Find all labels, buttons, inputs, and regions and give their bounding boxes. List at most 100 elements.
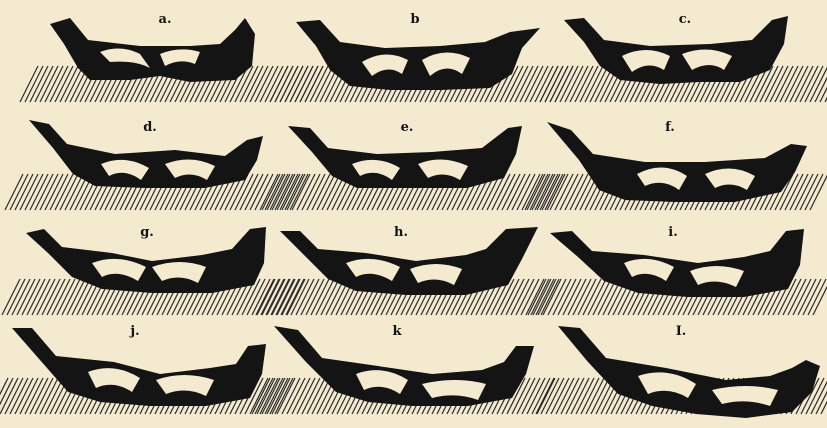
hatch-line xyxy=(800,66,818,102)
hatch-line xyxy=(57,279,75,315)
hatch-line xyxy=(545,66,563,102)
hatch-line xyxy=(307,174,325,210)
hatch-line xyxy=(40,378,58,414)
hatch-line xyxy=(245,174,263,210)
hatch-line xyxy=(306,279,324,315)
hatch-line xyxy=(497,174,515,210)
hatch-line xyxy=(27,279,45,315)
hatch-line xyxy=(40,66,58,102)
hatch-line xyxy=(312,174,330,210)
hatch-line xyxy=(558,279,576,315)
hatch-line xyxy=(272,378,290,414)
section-panel-h: h. xyxy=(276,223,526,318)
section-outline xyxy=(296,20,540,90)
hatch-line xyxy=(20,378,38,414)
hatch-line xyxy=(60,66,78,102)
hatch-line xyxy=(578,279,596,315)
section-panel-a: a. xyxy=(40,10,290,105)
section-panel-i: i. xyxy=(548,223,798,318)
hatch-line xyxy=(25,378,43,414)
hatch-line xyxy=(591,378,609,414)
hatch-line xyxy=(586,378,604,414)
hatch-line xyxy=(522,378,540,414)
panel-label: a. xyxy=(40,12,290,27)
hatch-line xyxy=(291,279,309,315)
hatch-line xyxy=(583,279,601,315)
hatch-line xyxy=(310,66,328,102)
hatch-line xyxy=(265,66,283,102)
hatch-line xyxy=(585,66,603,102)
hatch-line xyxy=(316,279,334,315)
hatch-line xyxy=(22,279,40,315)
hatch-line xyxy=(545,174,563,210)
hatch-line xyxy=(532,378,550,414)
hatch-line xyxy=(52,279,70,315)
hatch-line xyxy=(302,174,320,210)
hatch-line xyxy=(287,174,305,210)
panel-label: b xyxy=(290,12,540,27)
hatch-line xyxy=(568,279,586,315)
hatch-line xyxy=(580,66,598,102)
hatch-line xyxy=(800,174,818,210)
hatch-line xyxy=(770,66,788,102)
hatch-line xyxy=(553,279,571,315)
hatch-line xyxy=(555,66,573,102)
hatch-line xyxy=(765,66,783,102)
hatch-line xyxy=(5,174,23,210)
hatch-line xyxy=(12,279,30,315)
hatch-line xyxy=(35,174,53,210)
hatch-line xyxy=(311,279,329,315)
hatch-line xyxy=(72,279,90,315)
hatch-line xyxy=(575,174,593,210)
hatch-line xyxy=(252,279,270,315)
hatch-line xyxy=(541,378,559,414)
hatch-line xyxy=(30,378,48,414)
hatch-line xyxy=(35,66,53,102)
hatch-line xyxy=(305,66,323,102)
section-panel-d: d. xyxy=(25,118,275,213)
hatch-line xyxy=(506,279,524,315)
hatch-line xyxy=(250,66,268,102)
hatch-line xyxy=(302,378,320,414)
hatch-line xyxy=(290,66,308,102)
hatch-line xyxy=(50,174,68,210)
hatch-line xyxy=(785,66,803,102)
panel-label: j. xyxy=(10,324,260,339)
hatch-line xyxy=(540,66,558,102)
hatch-line xyxy=(808,279,826,315)
hatch-line xyxy=(62,279,80,315)
hatch-line xyxy=(515,66,533,102)
hatch-line xyxy=(322,174,340,210)
hatch-line xyxy=(507,174,525,210)
hatch-line xyxy=(312,378,330,414)
hatch-line xyxy=(45,66,63,102)
hatch-line xyxy=(20,66,38,102)
hatch-line xyxy=(37,279,55,315)
hatch-line xyxy=(35,378,53,414)
hatch-line xyxy=(297,174,315,210)
section-outline xyxy=(50,18,255,82)
hatch-line xyxy=(546,378,564,414)
hatch-line xyxy=(5,378,23,414)
hatch-line xyxy=(556,378,574,414)
hatch-line xyxy=(798,279,816,315)
hatch-line xyxy=(30,66,48,102)
hatch-line xyxy=(550,174,568,210)
hatch-line xyxy=(525,66,543,102)
hatch-line xyxy=(502,174,520,210)
panel-label: g. xyxy=(22,225,272,240)
hatch-line xyxy=(307,378,325,414)
section-panel-f: f. xyxy=(545,118,795,213)
hatch-line xyxy=(10,378,28,414)
hatch-line xyxy=(563,279,581,315)
hatch-line xyxy=(42,279,60,315)
panel-label: c. xyxy=(560,12,810,27)
hatch-line xyxy=(25,66,43,102)
hatch-line xyxy=(551,378,569,414)
section-panel-b: b xyxy=(290,10,540,105)
hatch-line xyxy=(550,66,568,102)
hatch-line xyxy=(590,66,608,102)
section-panel-g: g. xyxy=(22,223,272,318)
hatch-line xyxy=(55,174,73,210)
